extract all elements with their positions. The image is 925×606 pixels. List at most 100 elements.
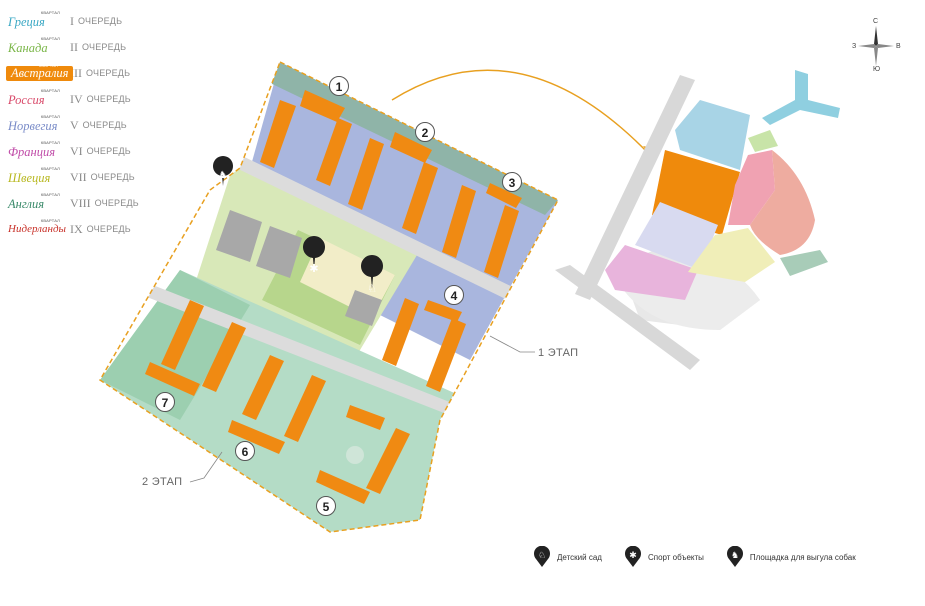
svg-text:♘: ♘ bbox=[538, 551, 546, 561]
queue-word: ОЧЕРЕДЬ bbox=[86, 146, 131, 156]
svg-text:♞: ♞ bbox=[731, 551, 739, 561]
poi-legend-dog-park: ♞ Площадка для выгула собак bbox=[726, 546, 856, 568]
quarter-name: Норвегия bbox=[8, 119, 58, 133]
quarter-small-label: КВАРТАЛ bbox=[40, 88, 60, 93]
overview-quarter-france bbox=[605, 245, 698, 300]
compass-west: З bbox=[852, 43, 857, 50]
overview-quarter-norway bbox=[635, 202, 718, 270]
poi-legend-sports: ✱ Спорт объекты bbox=[624, 546, 704, 568]
building-2 bbox=[402, 162, 438, 234]
compass-south: Ю bbox=[873, 66, 881, 73]
stage1-leader-line bbox=[489, 335, 535, 353]
building-number-5[interactable]: 5 bbox=[316, 496, 336, 516]
pond bbox=[346, 446, 364, 464]
runner-icon: ✱ bbox=[309, 262, 318, 275]
sports-pin[interactable]: ✱ bbox=[303, 236, 325, 275]
building-2 bbox=[348, 138, 384, 210]
quarter-name: Греция bbox=[8, 15, 45, 29]
quarter-logo: КВАРТАЛ Франция bbox=[6, 138, 68, 164]
poi-legend-label: Спорт объекты bbox=[647, 552, 704, 562]
building-number-1[interactable]: 1 bbox=[329, 76, 349, 96]
compass-north: С bbox=[873, 18, 879, 25]
legend-row-england: КВАРТАЛ Англия VIII ОЧЕРЕДЬ bbox=[6, 190, 156, 216]
poi-legend-kindergarten: ♘ Детский сад bbox=[533, 546, 602, 568]
quarter-name: Австралия bbox=[6, 66, 74, 81]
legend-row-france: КВАРТАЛ Франция VI ОЧЕРЕДЬ bbox=[6, 138, 156, 164]
legend-row-russia: КВАРТАЛ Россия IV ОЧЕРЕДЬ bbox=[6, 86, 156, 112]
building-3 bbox=[486, 183, 522, 208]
queue-word: ОЧЕРЕДЬ bbox=[86, 94, 131, 104]
quarter-small-label: КВАРТАЛ bbox=[38, 63, 58, 68]
poi-legend-label: Детский сад bbox=[557, 552, 602, 562]
parking-building bbox=[216, 210, 262, 262]
quarter-logo: КВАРТАЛ Австралия bbox=[6, 60, 74, 86]
queue-number: I bbox=[70, 13, 74, 28]
overview-quarter-russia bbox=[728, 150, 775, 225]
building-7 bbox=[145, 362, 200, 396]
road-north bbox=[224, 150, 558, 322]
quarter-small-label: КВАРТАЛ bbox=[40, 218, 60, 223]
poi-legend-label: Площадка для выгула собак bbox=[749, 552, 856, 562]
rocking-horse-icon: ♘ bbox=[367, 282, 377, 295]
svg-text:✱: ✱ bbox=[629, 551, 637, 561]
overview-quarter-england bbox=[780, 250, 828, 276]
building-number-3[interactable]: 3 bbox=[502, 172, 522, 192]
queue-number: II bbox=[70, 39, 78, 54]
overview-river bbox=[762, 70, 840, 125]
stage1-label: 1 ЭТАП bbox=[538, 347, 579, 359]
overview-quarter-canada bbox=[748, 130, 778, 152]
building-7 bbox=[161, 300, 204, 370]
queue-number: IV bbox=[70, 91, 83, 106]
stage2-leader-line bbox=[189, 451, 223, 483]
kindergarten-pin[interactable]: ♘ bbox=[361, 255, 383, 295]
dog-icon: ♞ bbox=[726, 546, 743, 567]
legend-row-canada: КВАРТАЛ Канада II ОЧЕРЕДЬ bbox=[6, 34, 156, 60]
quarter-small-label: КВАРТАЛ bbox=[40, 36, 60, 41]
building-5 bbox=[316, 470, 370, 504]
poi-legend: ♘ Детский сад ✱ Спорт объекты ♞ Площадка… bbox=[533, 546, 878, 568]
site-zones bbox=[100, 62, 558, 532]
overview-road-diagonal bbox=[555, 265, 700, 370]
compass: С Ю З В bbox=[846, 16, 906, 76]
building-1 bbox=[260, 100, 296, 168]
quarter-small-label: КВАРТАЛ bbox=[40, 114, 60, 119]
stage1-zone-norway bbox=[230, 62, 558, 360]
runner-icon: ✱ bbox=[625, 546, 641, 567]
building-1 bbox=[300, 90, 345, 122]
parking-building bbox=[256, 226, 302, 278]
building-number-2[interactable]: 2 bbox=[415, 122, 435, 142]
legend-row-greece: КВАРТАЛ Греция I ОЧЕРЕДЬ bbox=[6, 8, 156, 34]
dog-icon: ♞ bbox=[219, 170, 228, 181]
queue-word: ОЧЕРЕДЬ bbox=[86, 68, 131, 78]
building-number-7[interactable]: 7 bbox=[155, 392, 175, 412]
building-4 bbox=[382, 298, 419, 366]
building-number-4[interactable]: 4 bbox=[444, 285, 464, 305]
legend-row-norway: КВАРТАЛ Норвегия V ОЧЕРЕДЬ bbox=[6, 112, 156, 138]
building-1 bbox=[316, 118, 352, 186]
queue-word: ОЧЕРЕДЬ bbox=[94, 198, 139, 208]
quarter-name: Россия bbox=[8, 93, 45, 107]
building-6 bbox=[228, 420, 285, 454]
site-boundary bbox=[98, 60, 560, 533]
dog-park-pin[interactable]: ♞ bbox=[212, 156, 233, 186]
overview-road bbox=[575, 75, 695, 300]
residential-buildings bbox=[145, 90, 522, 504]
legend-row-australia: КВАРТАЛ Австралия III ОЧЕРЕДЬ bbox=[6, 60, 156, 86]
building-4 bbox=[426, 318, 466, 392]
quarter-small-label: КВАРТАЛ bbox=[40, 192, 60, 197]
quarter-logo: КВАРТАЛ Нидерланды bbox=[6, 216, 68, 242]
quarter-logo: КВАРТАЛ Норвегия bbox=[6, 112, 68, 138]
compass-east: В bbox=[896, 43, 901, 50]
quarter-logo: КВАРТАЛ Греция bbox=[6, 8, 68, 34]
quarter-logo: КВАРТАЛ Россия bbox=[6, 86, 68, 112]
quarter-logo: КВАРТАЛ Англия bbox=[6, 190, 68, 216]
overview-map bbox=[555, 70, 840, 370]
queue-number: V bbox=[70, 117, 79, 132]
stage1-top-strip bbox=[268, 62, 558, 215]
legend-row-netherlands: КВАРТАЛ Нидерланды IX ОЧЕРЕДЬ bbox=[6, 216, 156, 242]
quarter-small-label: КВАРТАЛ bbox=[40, 140, 60, 145]
building-7 bbox=[202, 322, 246, 392]
pointer-arc bbox=[391, 69, 651, 156]
building-3 bbox=[442, 185, 476, 258]
building-number-6[interactable]: 6 bbox=[235, 441, 255, 461]
